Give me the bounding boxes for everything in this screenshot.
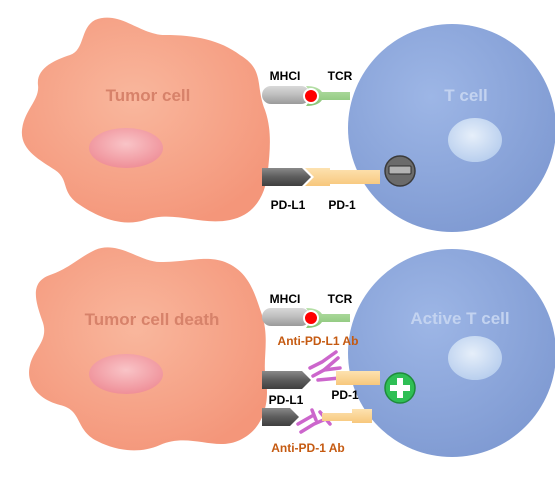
activation-sign — [384, 372, 416, 404]
tumor-cell-label: Tumor cell — [106, 86, 191, 105]
tcell-nucleus-top — [448, 118, 502, 162]
pd1-receptor-bottom-2 — [322, 409, 372, 423]
pd1-label-top: PD-1 — [328, 198, 356, 212]
pdl1-receptor-bottom-2 — [262, 408, 299, 426]
pd1-label-bottom: PD-1 — [331, 388, 359, 402]
pdl1-receptor-top — [262, 168, 311, 186]
t-cell-top — [348, 24, 555, 232]
pd1-receptor-bottom — [336, 371, 380, 385]
tumor-cell-bottom — [29, 247, 267, 451]
pdl1-receptor-bottom — [262, 371, 311, 389]
mhc-label-bottom: MHCI — [270, 292, 301, 306]
anti-pdl1-antibody — [308, 350, 342, 382]
pdl1-label-top: PD-L1 — [271, 198, 306, 212]
tcell-nucleus-bottom — [448, 336, 502, 380]
top-panel: Tumor cell T cell MHCI TCR PD-L1 PD-1 — [21, 17, 555, 232]
tumor-cell-top — [21, 17, 270, 223]
tcr-label-bottom: TCR — [328, 292, 353, 306]
mhc-receptor-top — [262, 86, 310, 104]
t-cell-label: T cell — [444, 86, 487, 105]
pdl1-label-bottom: PD-L1 — [269, 393, 304, 407]
pd1-receptor-top — [305, 168, 380, 186]
tumor-nucleus-top — [89, 128, 163, 168]
tcr-label-top: TCR — [328, 69, 353, 83]
tumor-cell-death-label: Tumor cell death — [85, 310, 220, 329]
bottom-panel: Tumor cell death Active T cell MHCI TCR … — [29, 247, 555, 457]
antigen-dot-top — [303, 88, 319, 104]
antigen-dot-bottom — [303, 310, 319, 326]
mhc-label-top: MHCI — [270, 69, 301, 83]
tumor-nucleus-bottom — [89, 354, 163, 394]
inhibition-sign — [384, 155, 416, 187]
mhc-receptor-bottom — [262, 308, 310, 326]
anti-pd1-ab-label: Anti-PD-1 Ab — [271, 441, 345, 455]
active-t-cell-label: Active T cell — [410, 309, 509, 328]
anti-pdl1-ab-label: Anti-PD-L1 Ab — [278, 334, 359, 348]
